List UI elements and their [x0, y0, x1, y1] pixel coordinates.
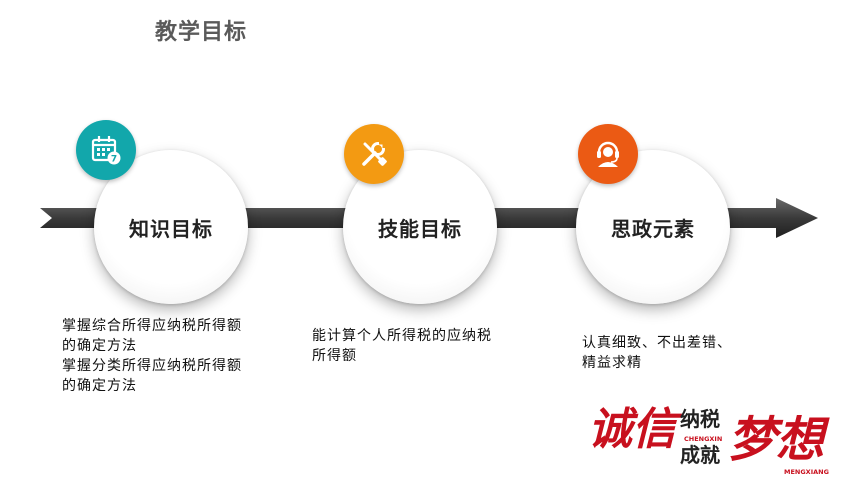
skill-goal-label: 技能目标 — [378, 216, 462, 241]
knowledge-goal-desc: 掌握综合所得应纳税所得额 的确定方法 掌握分类所得应纳税所得额 的确定方法 — [62, 318, 242, 394]
logo-pinyin1: CHENGXIN — [684, 435, 722, 443]
ideology-element-label: 思政元素 — [611, 216, 695, 241]
tools-icon — [362, 141, 387, 166]
logo-pinyin2: MENGXIANG — [784, 468, 829, 476]
headset-agent-icon — [597, 141, 619, 167]
calendar-icon: 7 — [91, 136, 121, 165]
ideology-badge — [578, 124, 638, 184]
svg-text:7: 7 — [111, 155, 117, 165]
integrity-dream-logo: 诚信 纳税 CHENGXIN 成就 梦想 MENGXIANG — [588, 404, 830, 476]
page-title: 教学目标 — [155, 20, 248, 45]
ideology-element-desc: 认真细致、不出差错、 精益求精 — [582, 335, 732, 371]
knowledge-badge: 7 — [76, 120, 136, 180]
logo-small-top: 纳税 — [680, 407, 720, 431]
logo-small-bottom: 成就 — [680, 443, 720, 467]
skill-goal-desc: 能计算个人所得税的应纳税 所得额 — [312, 328, 492, 364]
logo-big2: 梦想 — [728, 412, 830, 468]
logo-big1: 诚信 — [588, 404, 682, 455]
skill-badge — [344, 124, 404, 184]
knowledge-goal-label: 知识目标 — [129, 216, 213, 241]
